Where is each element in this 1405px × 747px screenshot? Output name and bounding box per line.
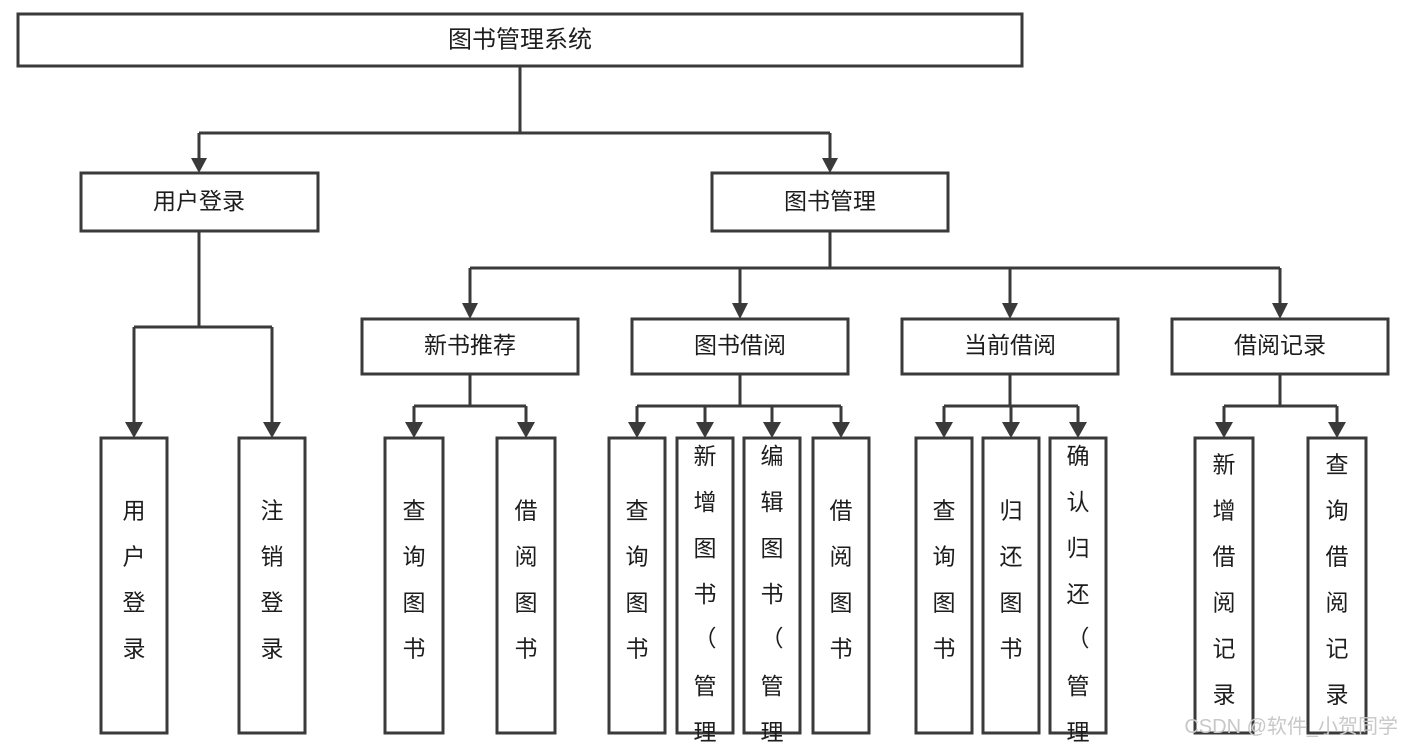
arrow-leaf-confirm-return [1069, 422, 1087, 438]
arrow-leaf-return-book [1002, 422, 1020, 438]
node-user-login-label: 用户登录 [153, 188, 245, 214]
arrow-leaf-query-books-1 [405, 422, 423, 438]
leaf-label: 查询图书 [403, 498, 426, 662]
arrow-to-user-login [191, 158, 207, 173]
node-book-management[interactable]: 图书管理 [710, 171, 950, 233]
leaf-label: 用户登录 [123, 498, 146, 662]
leaf-box [237, 436, 307, 735]
leaf-label: 借阅图书 [515, 498, 538, 662]
arrow-to-newbook [462, 303, 478, 319]
leaf-node[interactable]: 查询图书 [383, 436, 445, 735]
leaf-node[interactable]: 新增图书（管理员） [675, 436, 735, 747]
arrow-leaf-logout [263, 422, 281, 438]
leaf-label: 确认归还（管理员） [1067, 443, 1090, 747]
leaf-node[interactable]: 用户登录 [99, 436, 169, 735]
leaf-box [742, 436, 802, 735]
arrow-to-borrow [732, 303, 748, 319]
arrow-leaf-edit-book [763, 422, 781, 438]
node-root-label: 图书管理系统 [448, 26, 592, 53]
node-book-borrow[interactable]: 图书借阅 [630, 317, 850, 376]
leaf-node[interactable]: 查询图书 [607, 436, 667, 735]
arrow-leaf-borrow-books-1 [517, 422, 535, 438]
arrow-leaf-add-book [696, 422, 714, 438]
leaf-box [1048, 436, 1108, 735]
node-user-login[interactable]: 用户登录 [79, 171, 320, 233]
leaf-node[interactable]: 查询借阅记录 [1306, 436, 1368, 735]
node-current-borrow[interactable]: 当前借阅 [900, 317, 1120, 376]
node-book-management-box [710, 171, 950, 233]
arrow-leaf-user-login [125, 422, 143, 438]
leaf-box [607, 436, 667, 735]
leaf-box [1193, 436, 1255, 735]
arrow-leaf-borrow-books-2 [832, 422, 850, 438]
node-new-book-recommend-box [360, 317, 580, 376]
leaf-node[interactable]: 归还图书 [981, 436, 1041, 735]
arrow-leaf-add-record [1215, 422, 1233, 438]
node-current-borrow-box [900, 317, 1120, 376]
node-book-borrow-label: 图书借阅 [694, 332, 786, 358]
leaf-node[interactable]: 新增借阅记录 [1193, 436, 1255, 735]
node-new-book-recommend-label: 新书推荐 [424, 332, 516, 358]
csdn-watermark: CSDN @软件_小贺同学 [1184, 715, 1398, 738]
arrow-leaf-query-books-3 [935, 422, 953, 438]
node-book-management-label: 图书管理 [784, 188, 876, 214]
connector-layer [125, 66, 1346, 438]
leaf-label: 编辑图书（管理员） [761, 443, 784, 747]
leaf-box [383, 436, 445, 735]
leaf-box [914, 436, 974, 735]
node-root-library-system[interactable]: 图书管理系统 [16, 12, 1024, 68]
arrow-leaf-query-books-2 [628, 422, 646, 438]
leaf-label: 新增借阅记录 [1213, 452, 1236, 708]
node-book-borrow-box [630, 317, 850, 376]
leaf-box [811, 436, 871, 735]
node-borrow-records[interactable]: 借阅记录 [1170, 317, 1390, 376]
arrow-to-records [1272, 303, 1288, 319]
leaf-node[interactable]: 编辑图书（管理员） [742, 436, 802, 747]
leaf-box [495, 436, 557, 735]
node-user-login-box [79, 171, 320, 233]
leaf-label: 查询图书 [626, 498, 649, 662]
node-borrow-records-box [1170, 317, 1390, 376]
leaf-node[interactable]: 查询图书 [914, 436, 974, 735]
node-borrow-records-label: 借阅记录 [1234, 332, 1326, 358]
arrow-leaf-query-record [1328, 422, 1346, 438]
leaf-label: 归还图书 [1000, 498, 1023, 662]
leaf-node[interactable]: 注销登录 [237, 436, 307, 735]
node-current-borrow-label: 当前借阅 [964, 332, 1056, 358]
leaf-box [675, 436, 735, 735]
leaf-node[interactable]: 借阅图书 [811, 436, 871, 735]
leaf-label: 注销登录 [261, 498, 284, 662]
leaf-box [99, 436, 169, 735]
leaf-label: 查询借阅记录 [1326, 452, 1349, 708]
leaf-node[interactable]: 确认归还（管理员） [1048, 436, 1108, 747]
node-root-box [16, 12, 1024, 68]
leaf-box [1306, 436, 1368, 735]
leaf-label: 查询图书 [933, 498, 956, 662]
arrow-to-current [1002, 303, 1018, 319]
leaf-label: 新增图书（管理员） [694, 443, 717, 747]
leaf-box [981, 436, 1041, 735]
arrow-to-book-mgmt [822, 158, 838, 173]
node-new-book-recommend[interactable]: 新书推荐 [360, 317, 580, 376]
leaf-node[interactable]: 借阅图书 [495, 436, 557, 735]
leaf-label: 借阅图书 [830, 498, 853, 662]
